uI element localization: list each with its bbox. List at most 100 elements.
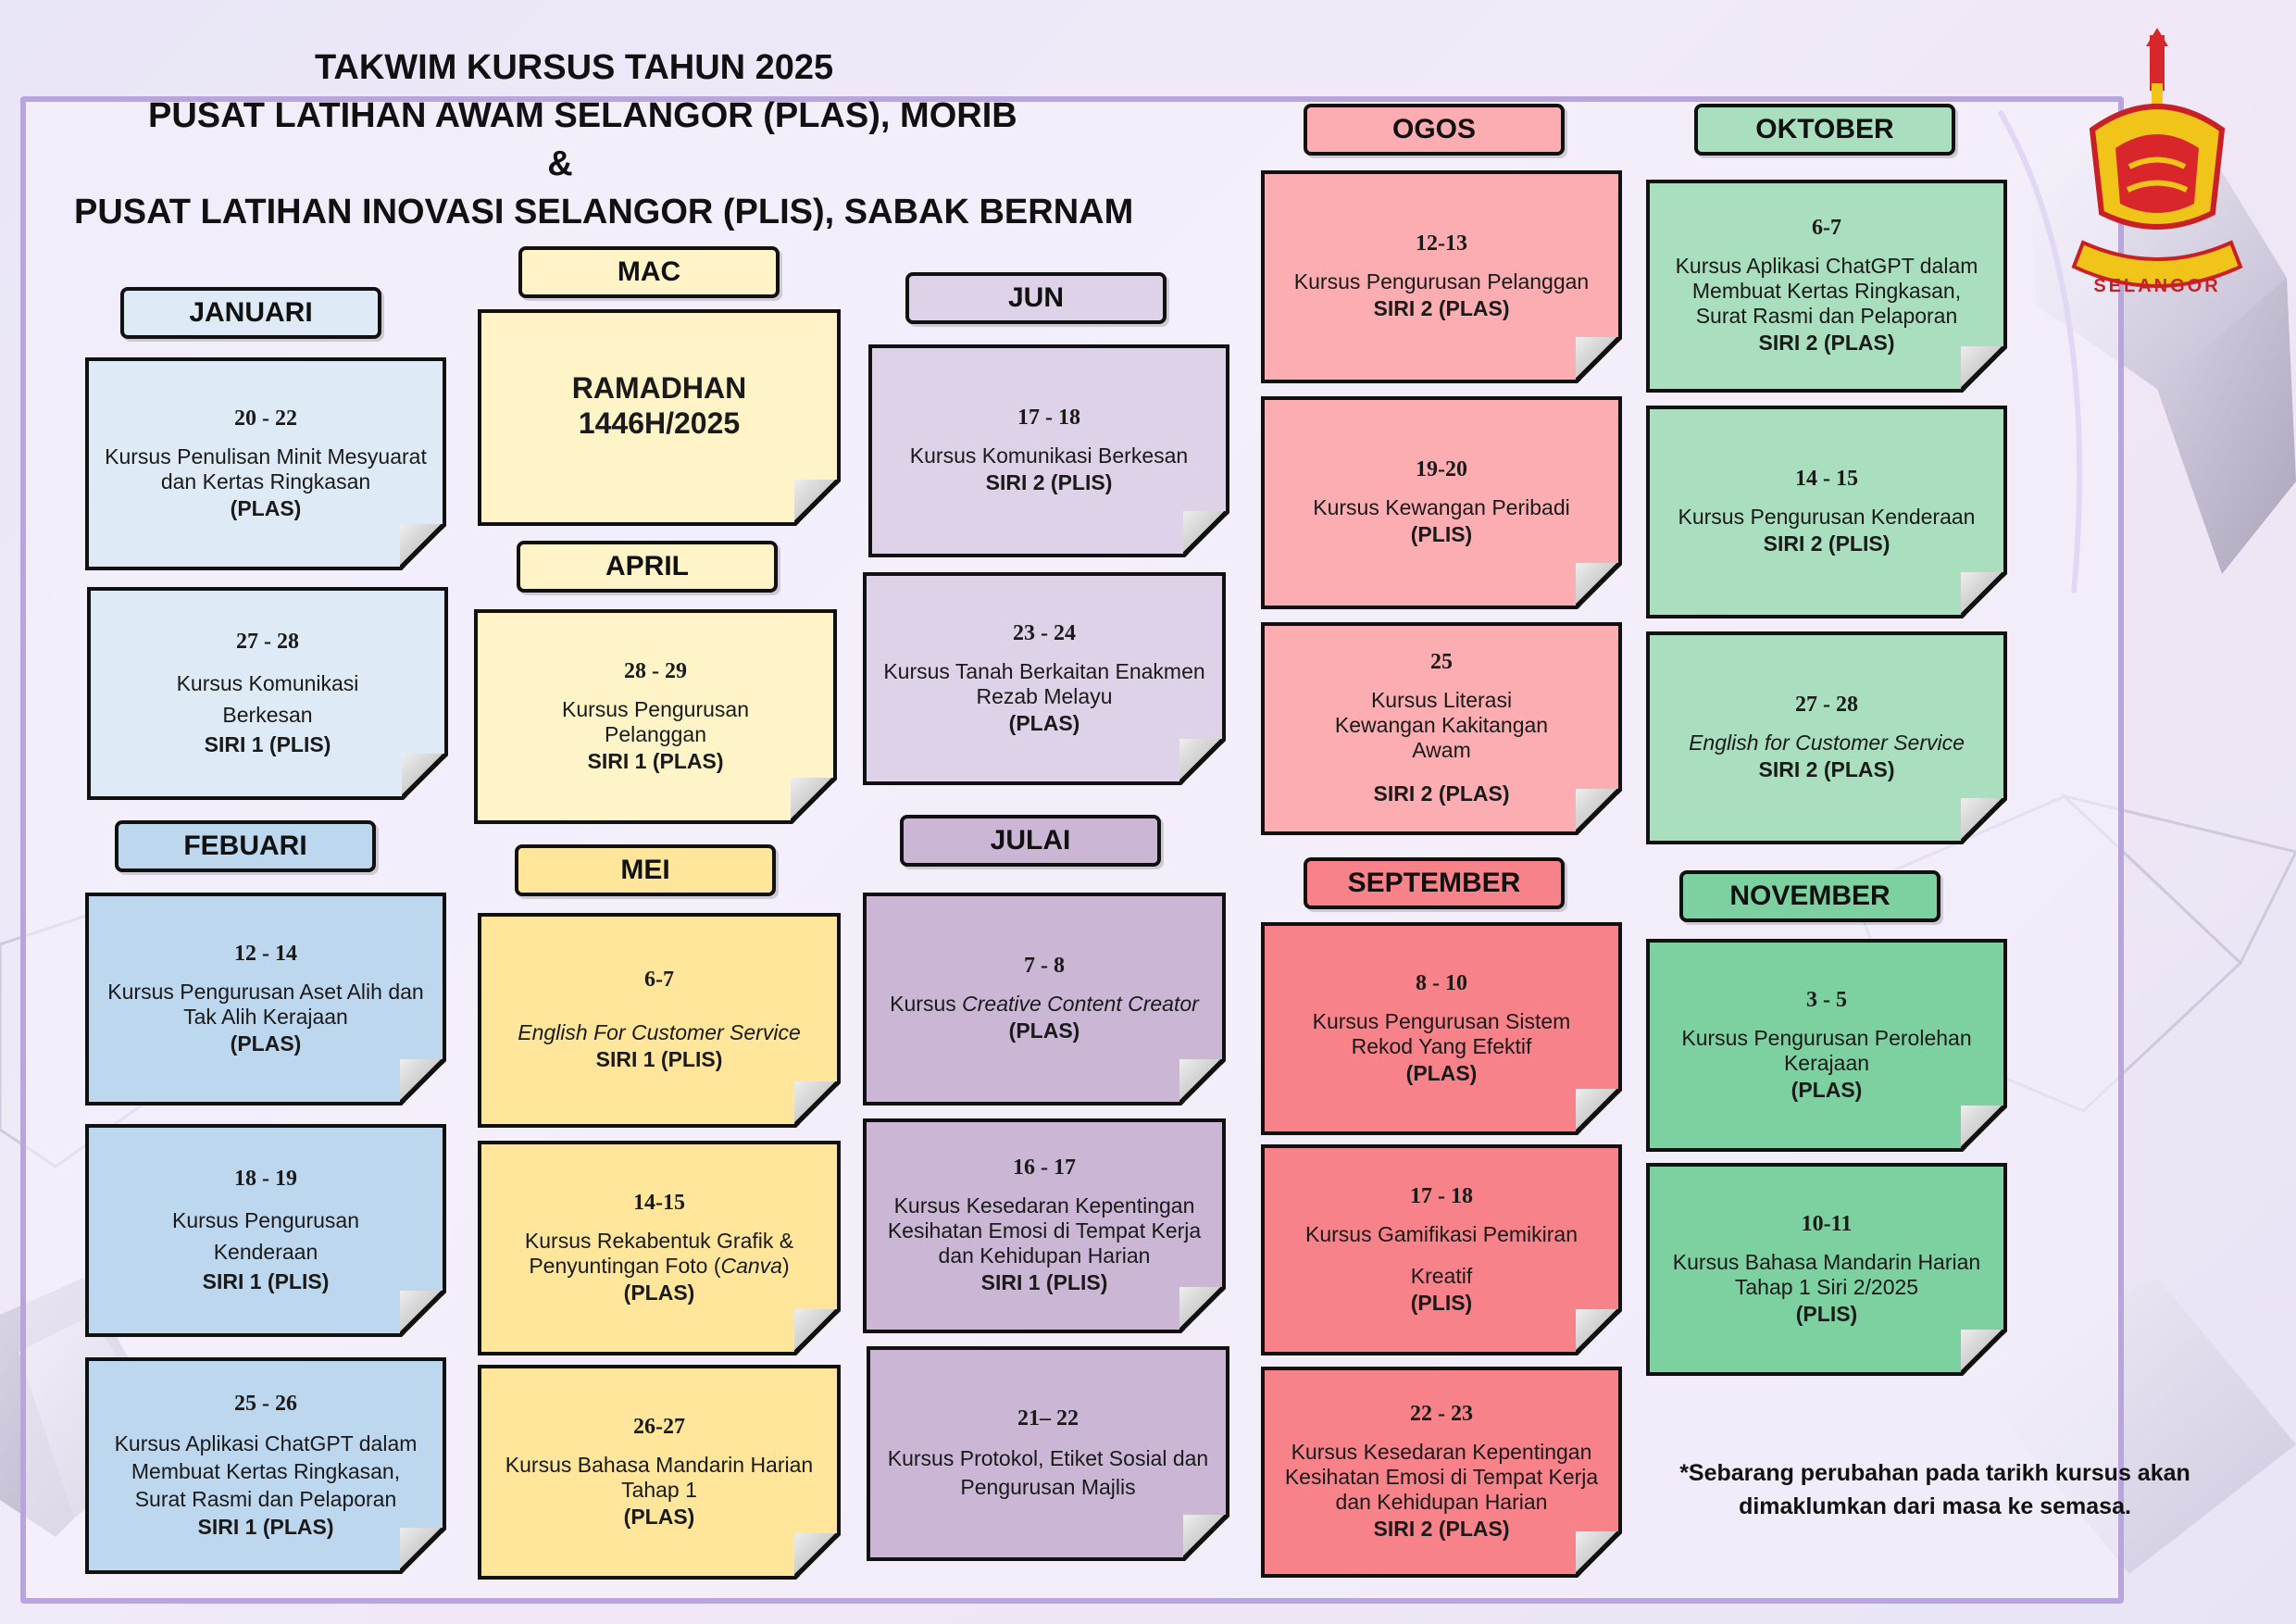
month-label-september: SEPTEMBER <box>1304 857 1565 909</box>
course-date: 12 - 14 <box>234 941 297 966</box>
course-date: 8 - 10 <box>1416 970 1467 995</box>
logo-text: SELANGOR <box>2093 276 2221 296</box>
course-card-mei-2: 14-15 Kursus Rekabentuk Grafik & Penyunt… <box>478 1141 841 1355</box>
month-label-mac: MAC <box>518 246 780 298</box>
course-title: Kursus Aplikasi ChatGPT dalam Membuat Ke… <box>114 1430 418 1511</box>
course-title: Kursus Pengurusan Aset Alih dan Tak Alih… <box>107 979 424 1029</box>
course-series: (PLAS) <box>1791 1077 1863 1102</box>
course-date: 17 - 18 <box>1410 1183 1473 1208</box>
course-title: Kursus Pengurusan Pelanggan <box>561 696 749 746</box>
month-label-mei: MEI <box>515 844 776 896</box>
course-card-september-3: 22 - 23 Kursus Kesedaran Kepentingan Kes… <box>1261 1367 1622 1578</box>
course-card-november-1: 3 - 5 Kursus Pengurusan Perolehan Keraja… <box>1646 939 2007 1152</box>
course-series: (PLAS) <box>623 1504 695 1529</box>
course-card-september-1: 8 - 10 Kursus Pengurusan Sistem Rekod Ya… <box>1261 922 1622 1135</box>
course-date: 18 - 19 <box>234 1166 297 1191</box>
course-card-oktober-1: 6-7 Kursus Aplikasi ChatGPT dalam Membua… <box>1646 180 2007 393</box>
course-title: Kursus Komunikasi Berkesan <box>176 670 359 727</box>
course-date: 19-20 <box>1416 457 1467 481</box>
course-series: SIRI 2 (PLIS) <box>985 470 1113 494</box>
course-title: English for Customer Service <box>1689 731 1965 755</box>
course-date: 17 - 18 <box>1017 406 1080 430</box>
course-card-oktober-2: 14 - 15 Kursus Pengurusan Kenderaan SIRI… <box>1646 406 2007 618</box>
course-series: SIRI 1 (PLIS) <box>980 1270 1108 1294</box>
course-date: 6-7 <box>644 968 674 992</box>
course-series: (PLIS) <box>1410 1290 1473 1315</box>
course-date: 28 - 29 <box>624 658 687 683</box>
course-series: SIRI 2 (PLAS) <box>1758 331 1895 355</box>
month-label-ogos: OGOS <box>1304 104 1565 156</box>
month-label-julai: JULAI <box>900 815 1161 867</box>
month-label-januari: JANUARI <box>120 287 381 339</box>
course-title: Kursus Tanah Berkaitan Enakmen Rezab Mel… <box>883 658 1205 708</box>
month-label-november: NOVEMBER <box>1679 870 1940 922</box>
course-title-line-2: Kreatif <box>1410 1263 1473 1288</box>
course-title: Kursus Aplikasi ChatGPT dalam Membuat Ke… <box>1675 254 1978 328</box>
course-title: Kursus Literasi Kewangan Kakitangan Awam <box>1334 688 1549 762</box>
course-title-text: Kursus <box>890 992 963 1016</box>
course-title: Kursus Pengurusan Perolehan Kerajaan <box>1681 1025 1972 1075</box>
course-card-ogos-3: 25 Kursus Literasi Kewangan Kakitangan A… <box>1261 622 1622 835</box>
course-date: 7 - 8 <box>1024 954 1065 978</box>
month-label-april: APRIL <box>517 541 778 593</box>
month-label-febuari: FEBUARI <box>115 820 376 872</box>
course-card-september-2: 17 - 18 Kursus Gamifikasi Pemikiran Krea… <box>1261 1144 1622 1355</box>
course-date: 25 - 26 <box>234 1391 297 1416</box>
course-date: 27 - 28 <box>1795 693 1858 717</box>
course-date: 14 - 15 <box>1795 467 1858 491</box>
course-card-febuari-2: 18 - 19 Kursus Pengurusan Kenderaan SIRI… <box>85 1124 446 1337</box>
ramadhan-card: RAMADHAN 1446H/2025 <box>478 309 841 526</box>
course-card-november-2: 10-11 Kursus Bahasa Mandarin Harian Taha… <box>1646 1163 2007 1376</box>
course-title: English For Customer Service <box>518 1020 801 1044</box>
ramadhan-year: 1446H/2025 <box>578 406 741 440</box>
course-card-julai-3: 21– 22 Kursus Protokol, Etiket Sosial da… <box>867 1346 1229 1561</box>
course-card-febuari-3: 25 - 26 Kursus Aplikasi ChatGPT dalam Me… <box>85 1357 446 1574</box>
course-title: Kursus Pengurusan Kenderaan <box>1678 505 1976 529</box>
course-title-text: Kursus Rekabentuk Grafik & Penyuntingan … <box>524 1228 794 1278</box>
course-card-oktober-3: 27 - 28 English for Customer Service SIR… <box>1646 631 2007 844</box>
course-series: (PLIS) <box>1795 1301 1858 1326</box>
course-series: SIRI 2 (PLAS) <box>1373 1517 1510 1541</box>
course-card-febuari-1: 12 - 14 Kursus Pengurusan Aset Alih dan … <box>85 893 446 1106</box>
course-series: (PLAS) <box>1405 1060 1478 1085</box>
course-series: SIRI 2 (PLAS) <box>1373 781 1510 806</box>
course-title: Kursus Kesedaran Kepentingan Kesihatan E… <box>1284 1440 1599 1514</box>
title-line-4: PUSAT LATIHAN INOVASI SELANGOR (PLIS), S… <box>74 193 1134 231</box>
course-date: 14-15 <box>633 1190 685 1215</box>
course-card-jun-1: 17 - 18 Kursus Komunikasi Berkesan SIRI … <box>868 344 1229 557</box>
course-series: (PLAS) <box>1008 1018 1080 1043</box>
course-date: 22 - 23 <box>1410 1402 1473 1426</box>
course-date: 6-7 <box>1812 216 1841 240</box>
course-series: (PLIS) <box>1410 522 1473 546</box>
course-title: Kursus Pengurusan Kenderaan <box>171 1207 359 1264</box>
course-title: Kursus Bahasa Mandarin Harian Tahap 1 <box>505 1452 814 1502</box>
course-card-mei-3: 26-27 Kursus Bahasa Mandarin Harian Taha… <box>478 1365 841 1580</box>
course-series: SIRI 2 (PLIS) <box>1763 531 1890 556</box>
course-card-jun-2: 23 - 24 Kursus Tanah Berkaitan Enakmen R… <box>863 572 1226 785</box>
course-title: Kursus Komunikasi Berkesan <box>909 443 1189 468</box>
course-date: 26-27 <box>633 1414 685 1439</box>
ramadhan-title: RAMADHAN <box>571 371 747 405</box>
course-series: SIRI 2 (PLAS) <box>1373 296 1510 320</box>
course-series: (PLAS) <box>623 1280 695 1305</box>
month-label-oktober: OKTOBER <box>1694 104 1955 156</box>
course-series: SIRI 1 (PLAS) <box>197 1514 334 1539</box>
course-title: Kursus Protokol, Etiket Sosial dan Pengu… <box>887 1445 1209 1499</box>
course-date: 20 - 22 <box>234 406 297 431</box>
course-date: 25 <box>1430 650 1453 674</box>
title-ampersand: & <box>547 144 573 183</box>
course-series: SIRI 1 (PLAS) <box>587 748 724 773</box>
course-series: SIRI 1 (PLIS) <box>202 1268 330 1293</box>
course-title-end: ) <box>781 1253 790 1278</box>
course-title-italic: Creative Content Creator <box>962 992 1199 1016</box>
course-series: (PLAS) <box>1008 710 1080 735</box>
course-series: (PLAS) <box>230 1031 302 1056</box>
title-line-1: TAKWIM KURSUS TAHUN 2025 <box>315 48 834 87</box>
course-title: Kursus Kewangan Peribadi <box>1313 495 1570 519</box>
title-line-2: PUSAT LATIHAN AWAM SELANGOR (PLAS), MORI… <box>148 96 1017 135</box>
course-card-ogos-2: 19-20 Kursus Kewangan Peribadi (PLIS) <box>1261 396 1622 609</box>
course-title: Kursus Pengurusan Pelanggan <box>1293 269 1590 294</box>
footer-note-line-1: *Sebarang perubahan pada tarikh kursus a… <box>1679 1460 2190 1486</box>
course-card-julai-1: 7 - 8 Kursus Creative Content Creator (P… <box>863 893 1226 1106</box>
course-series: SIRI 1 (PLIS) <box>595 1047 723 1071</box>
